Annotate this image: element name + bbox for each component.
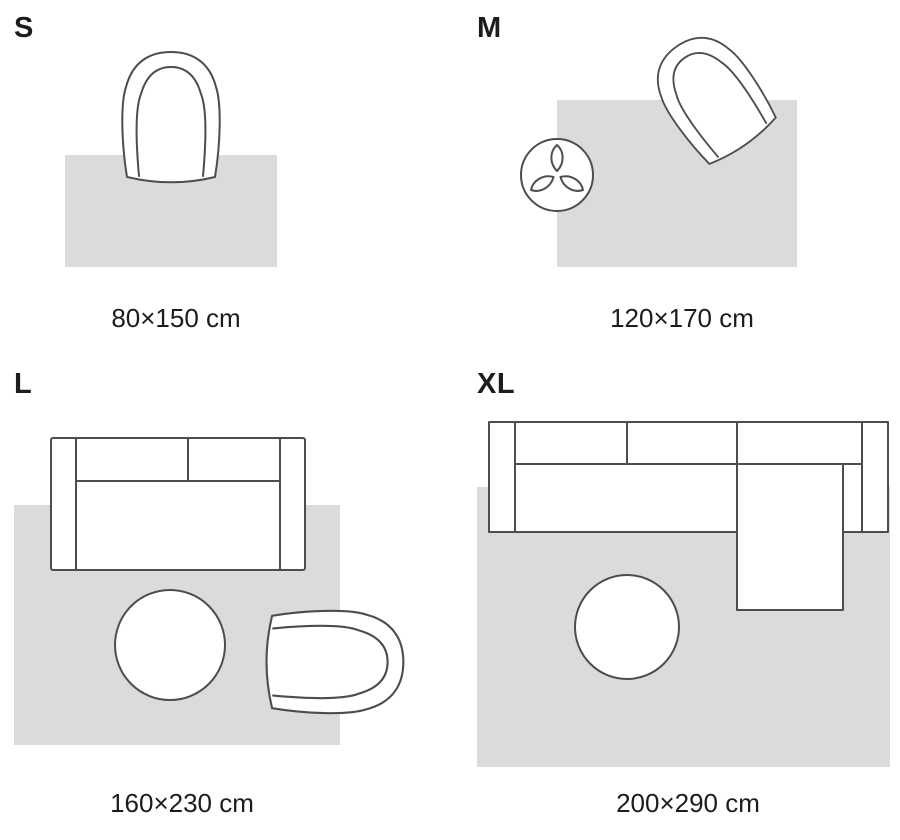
sectional-sofa-top-view-icon [488,421,889,611]
size-letter-xl: XL [477,368,516,400]
coffee-table-top-view-icon [114,589,226,701]
sofa-top-view-icon [50,437,306,571]
illustration-m [520,36,797,267]
size-letter-m: M [477,12,502,44]
chair-outline [656,36,777,165]
illustration-xl [477,421,890,767]
size-letter-l: L [14,368,33,400]
illustration-l [14,437,405,745]
plant-leaves [530,144,584,192]
armchair-inner-back [272,624,389,700]
coffee-table-top-view-icon [574,574,680,680]
plant-pot-outline [520,138,594,212]
size-dimensions-s: 80×150 cm [111,303,241,333]
illustration-s [65,51,277,267]
chair-top-view-icon [121,51,221,184]
armchair-outline [265,609,405,715]
size-letter-s: S [14,12,34,44]
chair-inner-back [135,66,207,177]
chair-top-view-icon [656,36,777,165]
size-dimensions-l: 160×230 cm [110,788,254,818]
chair-outline [121,51,221,184]
sectional-sofa-outline [488,421,889,611]
plant-top-view-icon [520,138,594,212]
chair-inner-back [672,52,768,158]
size-dimensions-m: 120×170 cm [610,303,754,333]
size-dimensions-xl: 200×290 cm [616,788,760,818]
armchair-top-view-icon [265,609,405,715]
sofa-outline [50,437,306,571]
